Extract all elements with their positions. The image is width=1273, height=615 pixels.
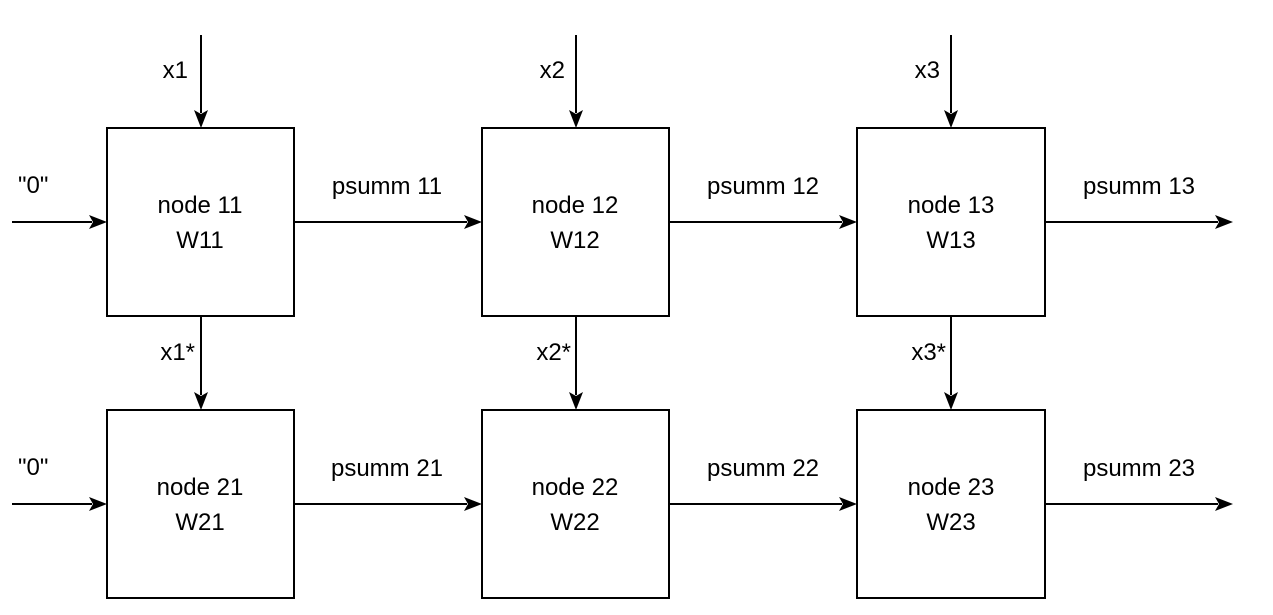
- row2-initial-label: "0": [18, 454, 48, 481]
- psumm-label-21: psumm 21: [331, 455, 443, 482]
- node-12: node 12 W12: [481, 127, 670, 317]
- psumm-label-23: psumm 23: [1083, 455, 1195, 482]
- node-11-weight: W11: [176, 227, 224, 254]
- passthrough-label-x1: x1*: [160, 339, 195, 366]
- passthrough-label-x2: x2*: [536, 339, 571, 366]
- psumm-arrow-23: [1045, 497, 1233, 511]
- top-input-arrow-x1: [194, 35, 208, 128]
- passthrough-arrow-x3: [944, 316, 958, 410]
- top-input-arrow-x3: [944, 35, 958, 128]
- psumm-arrow-22: [669, 497, 857, 511]
- psumm-label-11: psumm 11: [332, 173, 442, 200]
- row2-initial-arrow: [12, 497, 107, 511]
- node-23-weight: W23: [926, 509, 975, 536]
- input-label-x3: x3: [915, 57, 940, 84]
- top-input-arrow-x2: [569, 35, 583, 128]
- node-12-name: node 12: [532, 192, 619, 219]
- passthrough-label-x3: x3*: [911, 339, 946, 366]
- node-22-weight: W22: [550, 509, 599, 536]
- node-21-name: node 21: [157, 474, 244, 501]
- node-13-name: node 13: [908, 192, 995, 219]
- psumm-arrow-21: [294, 497, 482, 511]
- node-11: node 11 W11: [106, 127, 295, 317]
- passthrough-arrow-x1: [194, 316, 208, 410]
- input-label-x1: x1: [163, 57, 188, 84]
- node-23: node 23 W23: [856, 409, 1046, 599]
- row1-initial-label: "0": [18, 172, 48, 199]
- node-13-weight: W13: [926, 227, 975, 254]
- node-21-weight: W21: [175, 509, 224, 536]
- node-23-name: node 23: [908, 474, 995, 501]
- psumm-arrow-11: [294, 215, 482, 229]
- psumm-arrow-13: [1045, 215, 1233, 229]
- psumm-label-12: psumm 12: [707, 173, 819, 200]
- node-22: node 22 W22: [481, 409, 670, 599]
- node-12-weight: W12: [550, 227, 599, 254]
- psumm-label-22: psumm 22: [707, 455, 819, 482]
- node-11-name: node 11: [158, 192, 243, 219]
- row1-initial-arrow: [12, 215, 107, 229]
- node-22-name: node 22: [532, 474, 619, 501]
- psumm-label-13: psumm 13: [1083, 173, 1195, 200]
- node-13: node 13 W13: [856, 127, 1046, 317]
- node-21: node 21 W21: [106, 409, 295, 599]
- psumm-arrow-12: [669, 215, 857, 229]
- input-label-x2: x2: [540, 57, 565, 84]
- passthrough-arrow-x2: [569, 316, 583, 410]
